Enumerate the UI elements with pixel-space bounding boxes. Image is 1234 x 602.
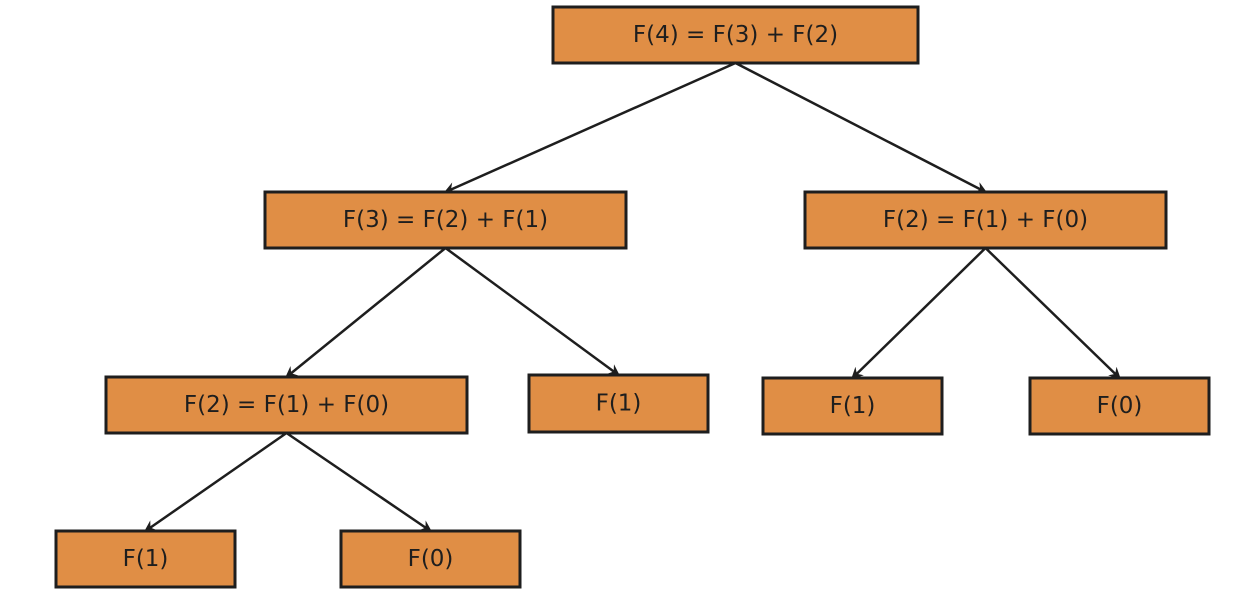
tree-node-n1: F(3) = F(2) + F(1) bbox=[263, 190, 628, 250]
node-box bbox=[263, 190, 628, 250]
node-label: F(4) = F(3) + F(2) bbox=[633, 22, 838, 48]
tree-node-n3: F(2) = F(1) + F(0) bbox=[104, 375, 469, 435]
node-box bbox=[527, 373, 710, 434]
node-label: F(0) bbox=[408, 546, 454, 572]
tree-node-n2: F(2) = F(1) + F(0) bbox=[803, 190, 1168, 250]
node-box bbox=[1028, 376, 1211, 436]
tree-node-n0: F(4) = F(3) + F(2) bbox=[551, 5, 920, 65]
edge-arrow-n2-n6 bbox=[984, 247, 1121, 380]
edge-arrow-n2-n5 bbox=[851, 247, 987, 380]
tree-node-n5: F(1) bbox=[761, 376, 944, 436]
tree-node-n6: F(0) bbox=[1028, 376, 1211, 436]
node-box bbox=[54, 529, 237, 589]
edge-arrow-n3-n7 bbox=[143, 431, 288, 533]
tree-node-n7: F(1) bbox=[54, 529, 237, 589]
node-label: F(2) = F(1) + F(0) bbox=[883, 207, 1088, 233]
node-box bbox=[761, 376, 944, 436]
edge-arrow-n1-n3 bbox=[284, 247, 447, 379]
node-box bbox=[339, 529, 522, 589]
edge-arrow-n3-n8 bbox=[285, 431, 433, 533]
edge-arrow-n0-n2 bbox=[734, 61, 988, 194]
edge-arrow-n1-n4 bbox=[444, 246, 621, 377]
tree-node-n8: F(0) bbox=[339, 529, 522, 589]
edge-arrow-n0-n1 bbox=[443, 61, 737, 194]
node-box bbox=[104, 375, 469, 435]
node-box bbox=[551, 5, 920, 65]
node-label: F(1) bbox=[830, 393, 876, 419]
node-box bbox=[803, 190, 1168, 250]
node-label: F(1) bbox=[596, 391, 642, 417]
node-label: F(0) bbox=[1097, 393, 1143, 419]
node-label: F(3) = F(2) + F(1) bbox=[343, 207, 548, 233]
node-label: F(1) bbox=[123, 546, 169, 572]
tree-node-n4: F(1) bbox=[527, 373, 710, 434]
nodes-layer: F(4) = F(3) + F(2) F(3) = F(2) + F(1) F(2)… bbox=[54, 5, 1211, 589]
node-label: F(2) = F(1) + F(0) bbox=[184, 392, 389, 418]
edges-layer bbox=[143, 61, 1121, 533]
